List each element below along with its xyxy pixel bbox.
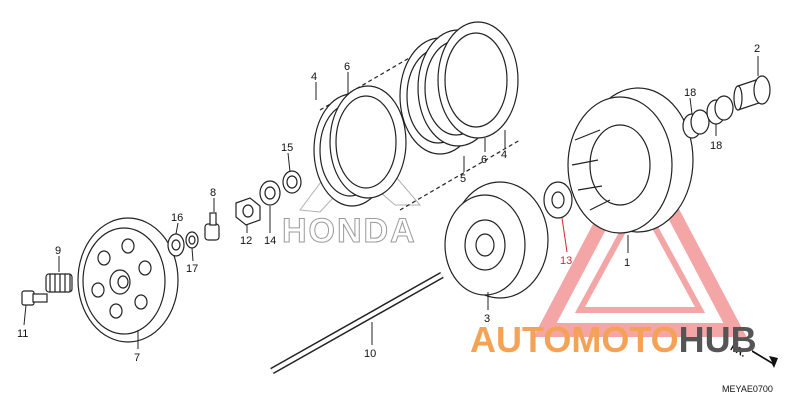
spring-washer [282, 170, 302, 194]
callout-18-top: 18 [684, 87, 696, 99]
callout-7: 7 [134, 352, 140, 364]
callout-11: 11 [17, 328, 28, 340]
callout-18-bottom: 18 [710, 140, 722, 152]
callout-5: 5 [460, 173, 466, 185]
brand-watermark: AUTOMOTOHUB [470, 319, 757, 360]
callout-9: 9 [55, 245, 61, 257]
lock-washer [259, 180, 281, 206]
washer-17 [185, 231, 199, 249]
callout-6-left: 6 [344, 61, 350, 73]
brand-part-1: AUTOMOTO [470, 319, 679, 360]
brand-part-2: HUB [679, 319, 757, 360]
guide-collar [733, 75, 771, 111]
callout-17: 17 [186, 263, 198, 275]
pressure-plate [77, 217, 179, 343]
lock-nut [235, 197, 261, 226]
clutch-center [444, 181, 549, 299]
callout-1: 1 [624, 257, 630, 269]
thrust-washer [543, 181, 573, 219]
clutch-lifter-rod [270, 271, 444, 375]
clutch-plates-stack [313, 21, 521, 211]
callout-14: 14 [264, 235, 276, 247]
diagram-code: MEYAE0700 [722, 384, 773, 394]
callout-12: 12 [240, 235, 252, 247]
callout-4-right: 4 [501, 149, 507, 161]
callout-6-right: 6 [481, 154, 487, 166]
callout-8: 8 [210, 187, 216, 199]
callout-15: 15 [281, 142, 293, 154]
callout-4-left: 4 [311, 71, 317, 83]
warning-triangle-watermark [533, 135, 747, 337]
leader-lines [23, 56, 759, 349]
svg-text:AUTOMOTOHUB: AUTOMOTOHUB [470, 319, 757, 360]
front-arrow-icon [752, 350, 778, 368]
needle-bearing-b [706, 95, 734, 125]
clutch-outer-housing [567, 87, 694, 234]
needle-bearing-a [682, 109, 710, 139]
bolt [21, 290, 48, 306]
clutch-lifter-piece [204, 212, 220, 241]
callout-13: 13 [560, 255, 572, 267]
bearing [167, 233, 185, 257]
callout-labels: 1 2 3 4 4 5 6 6 7 8 9 10 11 12 13 14 15 … [17, 43, 760, 364]
callout-2: 2 [754, 43, 760, 55]
callout-16: 16 [171, 212, 183, 224]
honda-watermark: HONDA [282, 212, 417, 250]
callout-10: 10 [364, 348, 376, 360]
clutch-spring [45, 273, 73, 293]
callout-3: 3 [484, 313, 490, 325]
